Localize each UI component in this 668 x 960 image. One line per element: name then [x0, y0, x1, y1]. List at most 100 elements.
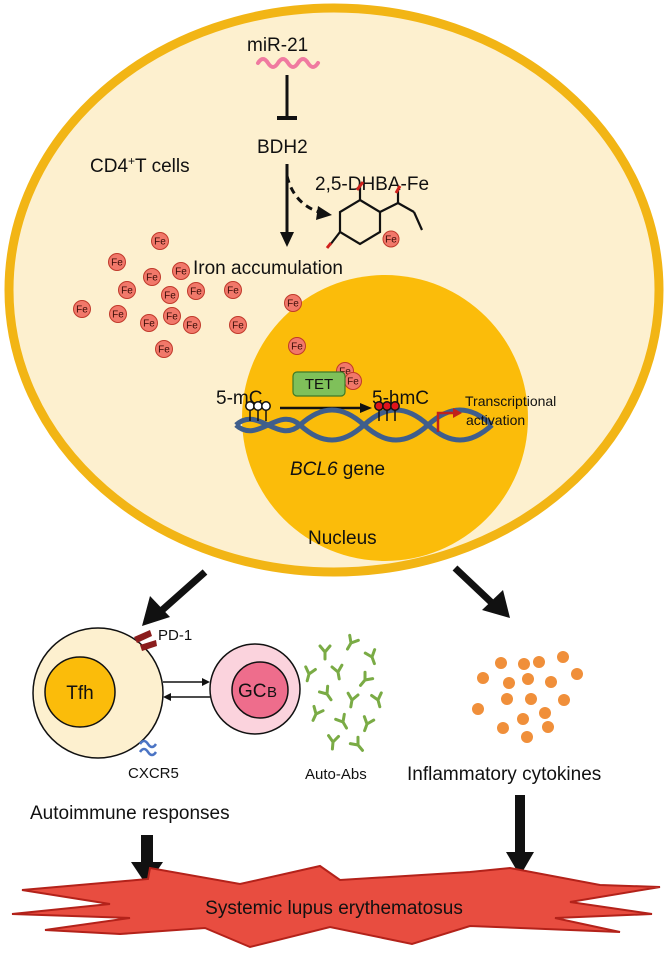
- svg-text:Fe: Fe: [347, 377, 359, 388]
- iron-ion: Fe: [172, 262, 190, 280]
- svg-text:Fe: Fe: [111, 258, 123, 269]
- cytokine-dot: [522, 673, 534, 685]
- antibody-icon: [318, 644, 332, 661]
- cell-to-cytokine-arrow: [452, 565, 510, 618]
- svg-text:Fe: Fe: [186, 321, 198, 332]
- iron-ion: Fe: [109, 305, 127, 323]
- iron-ion: Fe: [118, 281, 136, 299]
- dhba-arrow-head: [316, 206, 332, 220]
- iron-accumulation-label: Iron accumulation: [193, 258, 343, 279]
- svg-text:Fe: Fe: [227, 286, 239, 297]
- bcl6-italic: BCL6: [290, 459, 338, 480]
- antibody-icon: [346, 633, 360, 651]
- tfh-nucleus: [44, 656, 116, 728]
- iron-ion: Fe: [108, 253, 126, 271]
- iron-ion: Fe: [284, 294, 302, 312]
- cytokine-dot: [518, 658, 530, 670]
- svg-text:Fe: Fe: [385, 235, 397, 246]
- svg-text:Fe: Fe: [287, 299, 299, 310]
- iron-ion: Fe: [143, 268, 161, 286]
- bdh2-label: BDH2: [257, 137, 308, 158]
- auto-antibodies: [304, 633, 383, 752]
- iron-ion: Fe: [183, 316, 201, 334]
- cytokine-dot: [501, 693, 513, 705]
- svg-text:Fe: Fe: [175, 267, 187, 278]
- iron-ion: Fe: [140, 314, 158, 332]
- cytokine-dot: [525, 693, 537, 705]
- iron-ion: Fe: [73, 300, 91, 318]
- tfh-label: Tfh: [66, 683, 93, 704]
- cytokine-dot: [542, 721, 554, 733]
- cytokines-label: Inflammatory cytokines: [407, 764, 601, 785]
- svg-text:Fe: Fe: [154, 237, 166, 248]
- antibody-icon: [317, 684, 333, 702]
- iron-ion: Fe: [151, 232, 169, 250]
- cytokine-dot: [571, 668, 583, 680]
- svg-text:Fe: Fe: [143, 319, 155, 330]
- tet-enzyme: [292, 371, 346, 397]
- mir21-label: miR-21: [247, 35, 308, 56]
- nucleus: [242, 275, 528, 561]
- demethylation-arrow-head: [360, 403, 372, 413]
- svg-text:Fe: Fe: [339, 367, 351, 378]
- cxcr5-label: CXCR5: [128, 765, 179, 782]
- auto-abs-label: Auto-Abs: [305, 766, 367, 783]
- antibody-icon: [348, 735, 364, 752]
- antibody-icon: [311, 704, 325, 722]
- svg-text:Fe: Fe: [190, 287, 202, 298]
- svg-text:Fe: Fe: [291, 342, 303, 353]
- cytokine-dot: [521, 731, 533, 743]
- svg-text:Fe: Fe: [76, 305, 88, 316]
- antibody-icon: [370, 691, 383, 709]
- bcl6-gene-label: BCL6 gene: [290, 459, 385, 480]
- svg-text:Fe: Fe: [112, 310, 124, 321]
- antibody-icon: [330, 663, 344, 681]
- transcription-arrow-head: [453, 408, 462, 418]
- dhba-label: 2,5-DHBA-Fe: [315, 174, 429, 195]
- antibody-icon: [304, 665, 317, 683]
- dhba-oxygens: [325, 181, 402, 249]
- iron-ion: Fe: [344, 372, 362, 390]
- cd4-text: CD4: [90, 156, 128, 177]
- antibody-icon: [346, 691, 360, 709]
- iron-ion: Fe: [224, 281, 242, 299]
- cytokine-dot: [477, 672, 489, 684]
- svg-text:Fe: Fe: [121, 286, 133, 297]
- cell-to-autoimmune-arrow: [142, 569, 208, 626]
- sle-burst: [11, 864, 661, 949]
- t-cells-text: T cells: [135, 156, 190, 177]
- cxcr5-receptor: [138, 739, 158, 757]
- gc-label: GC: [238, 681, 267, 702]
- antibody-icon: [359, 670, 375, 687]
- cytokine-dot: [533, 656, 545, 668]
- iron-ion: Fe: [163, 307, 181, 325]
- cytokine-dot: [495, 657, 507, 669]
- cytokine-dot: [472, 703, 484, 715]
- svg-text:Fe: Fe: [158, 345, 170, 356]
- dhba-iron: Fe: [382, 230, 400, 248]
- iron-ion: Fe: [187, 282, 205, 300]
- b-label: B: [267, 684, 277, 701]
- cytokine-dot: [517, 713, 529, 725]
- cd4-t-cells-label: CD4+T cells: [90, 154, 190, 177]
- antibody-icon: [334, 712, 348, 730]
- cd4-superscript: +: [128, 154, 135, 168]
- iron-ion: Fe: [155, 340, 173, 358]
- svg-text:Fe: Fe: [166, 312, 178, 323]
- cytokine-dot: [545, 676, 557, 688]
- antibody-icon: [363, 648, 377, 666]
- cytokines-to-sle-arrow: [506, 795, 534, 876]
- activation-label: activation: [466, 412, 525, 428]
- cytokine-dot: [557, 651, 569, 663]
- nucleus-label: Nucleus: [308, 528, 377, 549]
- gene-suffix: gene: [338, 459, 386, 480]
- iron-ion: Fe: [288, 337, 306, 355]
- methyl-groups-5mc: [245, 401, 271, 421]
- tet-label: TET: [305, 376, 333, 393]
- gc-b-nucleus: [231, 661, 289, 719]
- cytokine-dot: [503, 677, 515, 689]
- cytokine-dot: [497, 722, 509, 734]
- svg-text:Fe: Fe: [232, 321, 244, 332]
- methyl-groups-5hmc: [374, 401, 400, 421]
